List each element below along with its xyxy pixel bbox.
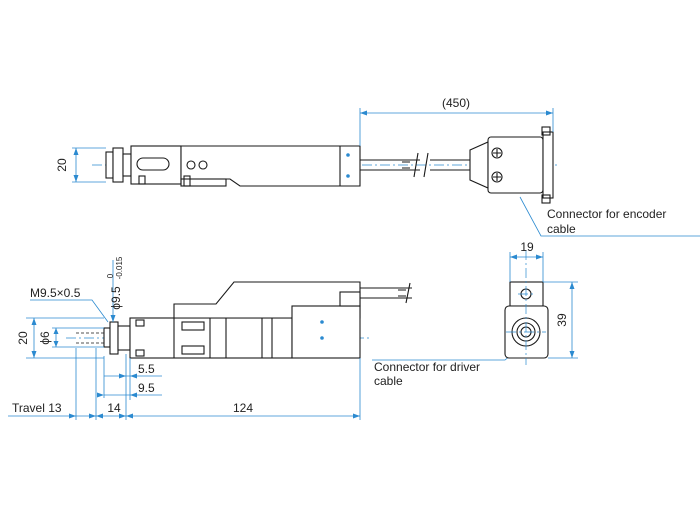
front-tab-2 xyxy=(135,349,145,357)
shaft-tol-lower-label: -0.015 xyxy=(115,256,124,279)
driver-callout-line1: Connector for driver xyxy=(374,360,480,374)
top-connector-screw-2 xyxy=(491,171,503,183)
top-screw-1 xyxy=(186,160,196,170)
top-connector-screw-1 xyxy=(491,147,503,159)
front-mark-1 xyxy=(320,320,324,324)
shaft-tol-upper-label: 0 xyxy=(106,273,115,278)
shaft-diameter-label: ϕ9.5 xyxy=(109,286,123,310)
top-connector-boot xyxy=(469,141,489,189)
front-rod-nut xyxy=(109,321,119,355)
front-rod-neck xyxy=(117,325,131,351)
front-window-2 xyxy=(181,345,205,355)
dim-9-5-label: 9.5 xyxy=(138,381,155,395)
top-body-tab xyxy=(183,175,191,187)
front-window-1 xyxy=(181,321,205,331)
top-screw-2 xyxy=(198,160,208,170)
top-view: 20 (450) Connector for encoder cable xyxy=(55,96,700,237)
top-connector-screw-slots xyxy=(493,149,501,181)
side-width-label: 19 xyxy=(520,240,534,254)
front-tab-1 xyxy=(135,319,145,327)
top-rod-end xyxy=(105,151,114,179)
front-rod-tip xyxy=(103,327,111,348)
thread-label: M9.5×0.5 xyxy=(30,286,81,300)
travel-label: Travel 13 xyxy=(12,401,62,415)
front-cable-marks xyxy=(398,289,406,297)
dim-124-label: 124 xyxy=(233,401,253,415)
top-body-lower-step xyxy=(180,178,227,187)
front-dim6-arrows xyxy=(53,328,59,347)
dim-14-label: 14 xyxy=(107,401,121,415)
front-cable-break xyxy=(405,282,411,304)
driver-callout-leader xyxy=(372,342,526,361)
cable-length-label: (450) xyxy=(442,96,470,110)
side-dim19-arrows xyxy=(510,254,543,260)
top-rod-flange xyxy=(112,147,124,183)
top-rod-neck xyxy=(122,153,132,177)
side-height-label: 39 xyxy=(555,313,569,327)
encoder-callout-line1: Connector for encoder xyxy=(547,207,666,221)
top-cable-break xyxy=(413,152,429,178)
driver-callout-line2: cable xyxy=(374,374,403,388)
top-height-label: 20 xyxy=(55,158,69,172)
top-slider-tab xyxy=(138,175,146,185)
top-dim20-arrows xyxy=(73,148,79,182)
top-body xyxy=(180,145,361,187)
top-body-mark-1 xyxy=(346,153,350,157)
dim-5-5-arrows xyxy=(119,373,137,379)
rod-diameter-label: ϕ6 xyxy=(38,331,52,345)
thread-callout-leader xyxy=(30,299,109,323)
front-body xyxy=(129,317,293,359)
shaft-dim-arrow xyxy=(110,315,116,322)
top-connector-shell xyxy=(487,136,544,194)
encoder-callout-line2: cable xyxy=(547,222,576,236)
front-view: 20 ϕ6 M9.5×0.5 ϕ9.5 0 -0.015 5.5 9.5 xyxy=(8,256,526,420)
top-connector-flange xyxy=(542,131,554,199)
front-mark-2 xyxy=(320,336,324,340)
top-connector-lug-1 xyxy=(541,126,551,136)
top-cable-marks xyxy=(402,161,410,169)
front-height-label: 20 xyxy=(16,331,30,345)
top-body-mark-2 xyxy=(346,174,350,178)
side-view: 19 39 xyxy=(504,240,578,365)
dim-5-5-label: 5.5 xyxy=(138,362,155,376)
travel-arrows xyxy=(69,413,103,419)
top-connector-lug-2 xyxy=(541,194,551,204)
front-motor-block xyxy=(291,305,361,359)
front-cable-exit xyxy=(339,291,361,307)
encoder-callout-leader xyxy=(519,196,700,237)
top-slot xyxy=(136,157,170,171)
